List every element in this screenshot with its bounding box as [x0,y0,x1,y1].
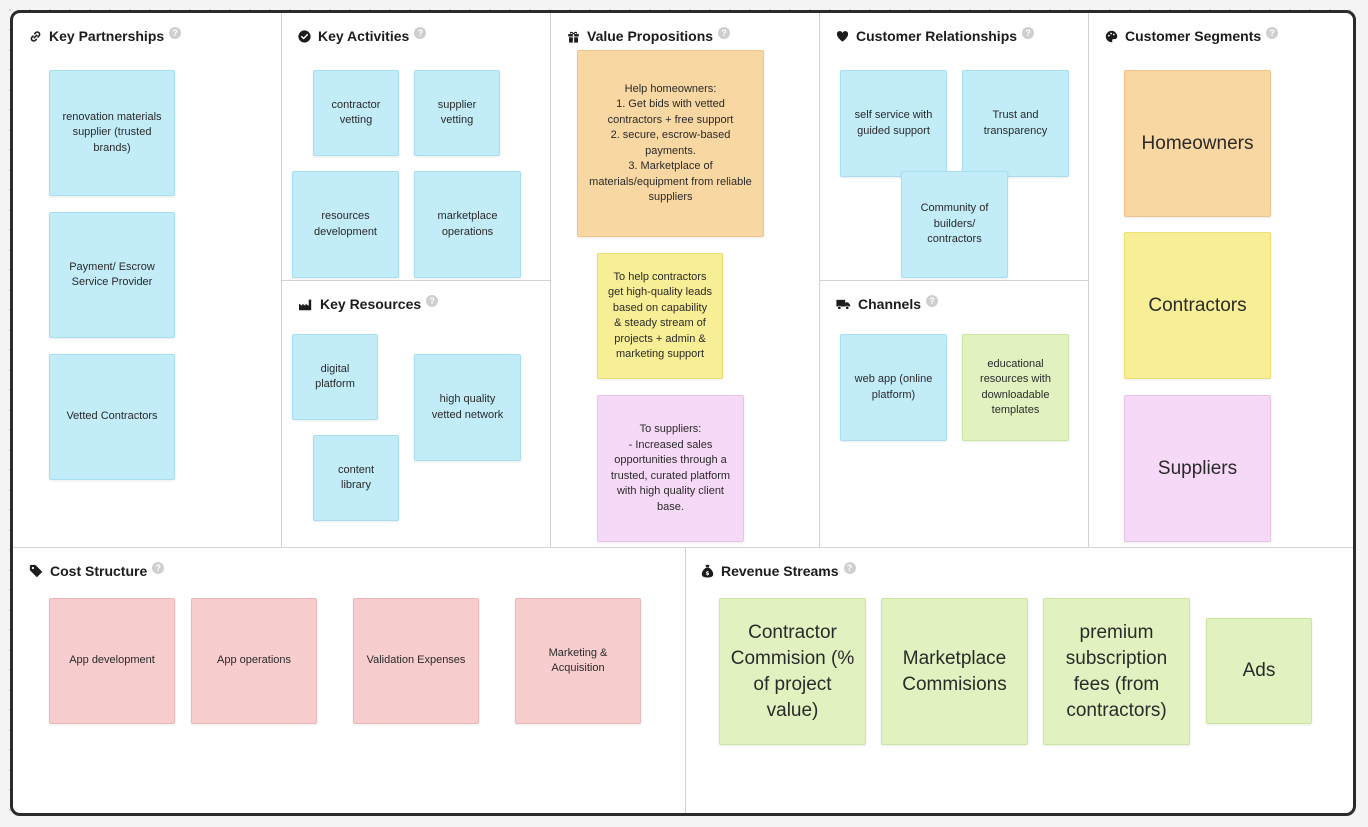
customer-segments-header: Customer Segments ? [1105,27,1279,44]
customer-relationships-header: Customer Relationships ? [836,27,1035,44]
sticky-note[interactable]: Vetted Contractors [49,354,175,480]
revenue-streams-header: $ Revenue Streams ? [701,562,856,579]
sticky-note[interactable]: To suppliers: - Increased sales opportun… [597,395,744,542]
sticky-note[interactable]: Marketplace Commisions [881,598,1028,745]
sticky-note[interactable]: App operations [191,598,317,724]
sticky-note[interactable]: Community of builders/ contractors [901,171,1008,278]
section-title: Revenue Streams [721,563,839,579]
money-bag-icon: $ [701,564,714,578]
section-title: Key Partnerships [49,28,165,44]
section-title: Value Propositions [587,28,714,44]
divider [13,547,1353,548]
sticky-note[interactable]: Payment/ Escrow Service Provider [49,212,175,338]
palette-icon [1105,30,1118,42]
heart-icon [836,31,849,42]
sticky-note[interactable]: marketplace operations [414,171,521,278]
sticky-note[interactable]: digital platform [292,334,378,420]
sticky-note[interactable]: supplier vetting [414,70,500,156]
section-title: Customer Segments [1125,28,1262,44]
sticky-note[interactable]: self service with guided support [840,70,947,177]
sticky-note[interactable]: renovation materials supplier (trusted b… [49,70,175,196]
section-title: Customer Relationships [856,28,1018,44]
sticky-note[interactable]: Suppliers [1124,395,1271,542]
svg-text:$: $ [706,571,710,577]
section-title: Key Activities [318,28,410,44]
sticky-note[interactable]: Trust and transparency [962,70,1069,177]
divider [820,280,1088,281]
sticky-note[interactable]: web app (online platform) [840,334,947,441]
sticky-note[interactable]: Homeowners [1124,70,1271,217]
section-title: Key Resources [320,296,422,312]
key-partnerships-header: Key Partnerships ? [29,27,182,44]
sticky-note[interactable]: contractor vetting [313,70,399,156]
sticky-note[interactable]: Ads [1206,618,1312,724]
sticky-note[interactable]: Help homeowners: 1. Get bids with vetted… [577,50,764,237]
sticky-note[interactable]: Validation Expenses [353,598,479,724]
help-icon[interactable]: ? [414,27,427,39]
sticky-note[interactable]: resources development [292,171,399,278]
help-icon[interactable]: ? [426,295,439,307]
divider [281,13,282,547]
sticky-note[interactable]: App development [49,598,175,724]
divider [1088,13,1089,547]
help-icon[interactable]: ? [169,27,182,39]
help-icon[interactable]: ? [152,562,165,574]
key-activities-header: Key Activities ? [298,27,427,44]
divider [550,13,551,547]
check-circle-icon [298,29,311,43]
gift-icon [568,31,579,43]
sticky-note[interactable]: premium subscription fees (from contract… [1043,598,1190,745]
channels-header: Channels ? [836,295,939,312]
divider [282,280,550,281]
help-icon[interactable]: ? [1266,27,1279,39]
value-propositions-header: Value Propositions ? [567,27,731,44]
sticky-note[interactable]: Marketing & Acquisition [515,598,641,724]
link-icon [30,30,41,42]
sticky-note[interactable]: Contractor Commision (% of project value… [719,598,866,745]
help-icon[interactable]: ? [926,295,939,307]
sticky-note[interactable]: educational resources with downloadable … [962,334,1069,441]
section-title: Channels [858,296,922,312]
help-icon[interactable]: ? [1022,27,1035,39]
cost-structure-header: Cost Structure ? [29,562,165,579]
divider [819,13,820,547]
tag-icon [29,564,43,578]
help-icon[interactable]: ? [843,562,856,574]
divider [685,548,686,813]
sticky-note[interactable]: To help contractors get high-quality lea… [597,253,723,379]
factory-icon [299,299,312,310]
key-resources-header: Key Resources ? [298,295,439,312]
sticky-note[interactable]: content library [313,435,399,521]
sticky-note[interactable]: high quality vetted network [414,354,521,461]
truck-icon [836,299,851,310]
section-title: Cost Structure [50,563,148,579]
sticky-note[interactable]: Contractors [1124,232,1271,379]
help-icon[interactable]: ? [718,27,731,39]
business-model-canvas: Key Partnerships ? renovation materials … [10,10,1356,816]
